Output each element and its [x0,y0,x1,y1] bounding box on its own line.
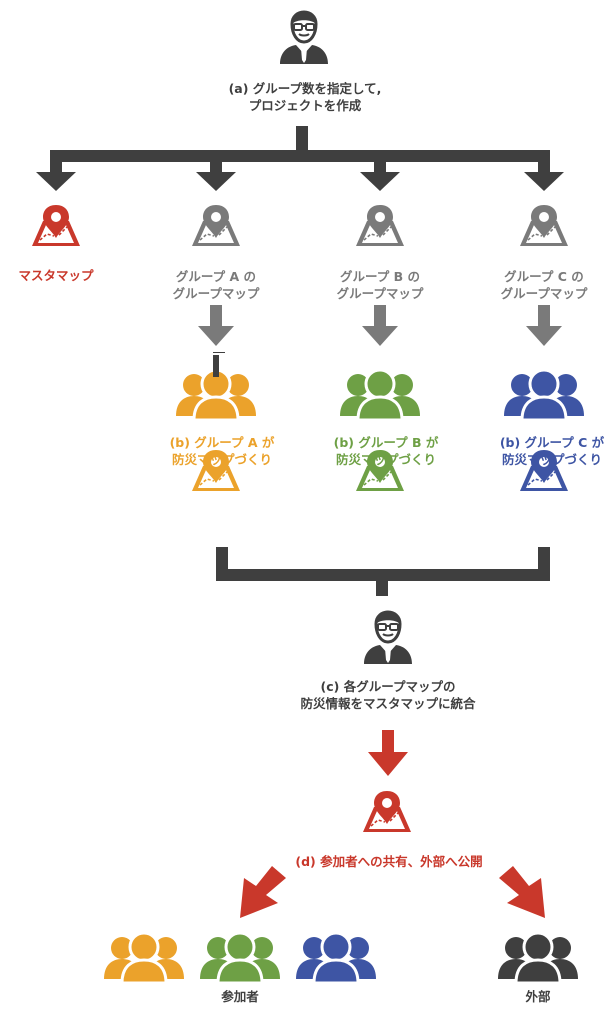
group-b-label: (b) グループ B が 防災マップづくり [334,434,439,468]
step-c-label: (c) 各グループマップの 防災情報をマスタマップに統合 [300,678,475,712]
group-c-label: (b) グループ C が 防災マップづくり [500,434,604,468]
external-text: 外部 [525,989,551,1004]
step-a-line2: プロジェクトを作成 [248,98,362,113]
external-label: 外部 [525,988,550,1005]
group-c-map-line2: グループマップ [500,286,588,301]
group-c-line1: (b) グループ C が [499,435,605,450]
external-people-icon [496,931,580,985]
integrated-master-map-icon [362,790,412,833]
group-c-line2: 防災マップづくり [501,452,603,467]
share-arrows [240,866,545,918]
assign-arrows [198,305,562,346]
master-map-text: マスタマップ [18,268,94,283]
master-map-icon [31,204,81,247]
participants-orange-icon [102,931,186,985]
group-c-map-line1: グループ C の [504,269,584,284]
step-d-label: (d) 参加者への共有、外部へ公開 [295,853,482,870]
group-a-map-label: グループ A の グループマップ [173,268,260,302]
group-b-map-line1: グループ B の [340,269,420,284]
step-c-line2: 防災情報をマスタマップに統合 [300,696,476,711]
group-a-line1: (b) グループ A が [169,435,275,450]
integrator-person-icon [362,610,414,666]
group-a-label: (b) グループ A が 防災マップづくり [170,434,275,468]
group-a-map-line2: グループマップ [172,286,260,301]
master-map-label: マスタマップ [18,267,93,284]
top-connector [36,126,564,191]
group-b-line2: 防災マップづくり [335,452,436,467]
publish-arrow [368,730,408,776]
merge-bracket-path [216,547,550,596]
step-a-label: (a) グループ数を指定して, プロジェクトを作成 [229,80,382,114]
group-b-line1: (b) グループ B が [333,435,439,450]
group-a-map-icon [191,204,241,247]
step-c-line1: (c) 各グループマップの [320,679,456,694]
group-a-line2: 防災マップづくり [171,452,273,467]
group-b-people-icon [338,368,422,422]
group-a-map-line1: グループ A の [175,269,257,284]
group-b-map-icon [355,204,405,247]
group-c-map-label: グループ C の グループマップ [501,268,588,302]
group-c-map-icon [519,204,569,247]
admin-person-icon [278,10,330,66]
group-a-people-icon [174,368,258,422]
step-a-line1: (a) グループ数を指定して, [228,81,382,96]
participants-green-icon [198,931,282,985]
group-c-people-icon [502,368,586,422]
step-d-line1: (d) 参加者への共有、外部へ公開 [295,854,483,869]
participants-blue-icon [294,931,378,985]
participants-label: 参加者 [221,988,259,1005]
merge-connector [213,355,219,377]
results-merge [213,352,225,353]
participants-text: 参加者 [221,989,259,1004]
group-b-map-line2: グループマップ [336,286,424,301]
group-b-map-label: グループ B の グループマップ [337,268,424,302]
